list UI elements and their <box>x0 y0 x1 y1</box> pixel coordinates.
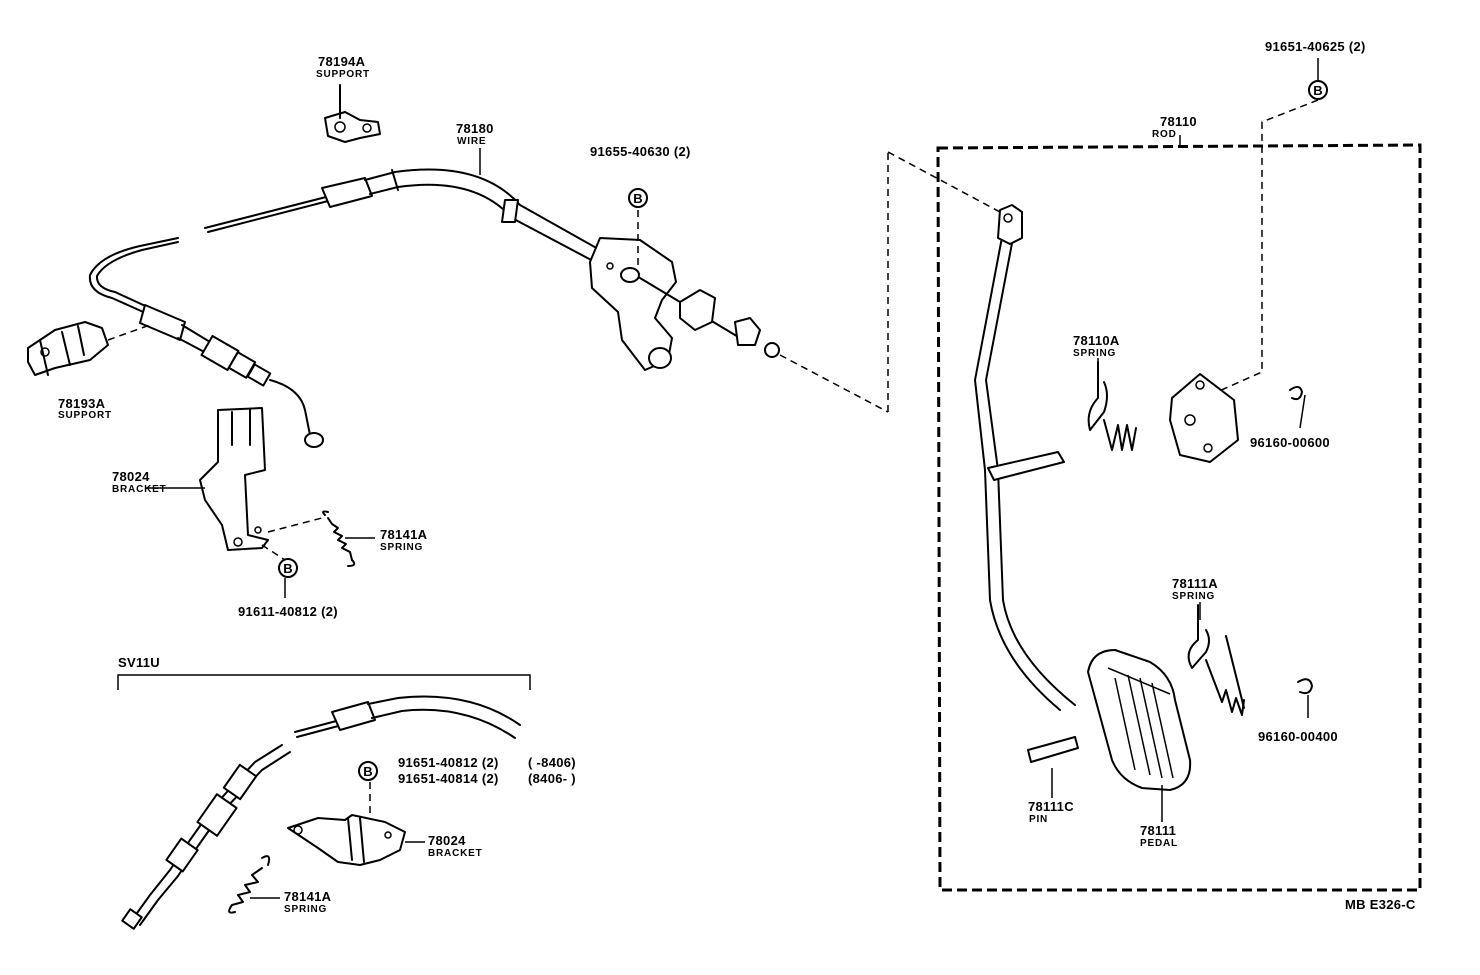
svg-text:B: B <box>363 764 372 779</box>
e-clip-600 <box>1289 386 1303 401</box>
part-number-96160-00400: 96160-00400 <box>1258 729 1338 744</box>
support-78193A <box>27 321 151 376</box>
part-name-78111A: SPRING <box>1172 591 1216 602</box>
part-number-91651-40814: 91651-40814 (2) <box>398 771 499 786</box>
part-number-91651-40625: 91651-40625 (2) <box>1265 39 1366 54</box>
part-name-78141A: SPRING <box>380 542 424 553</box>
part-number-78111A: 78111A <box>1172 576 1218 591</box>
part-number-78141A: 78141A <box>380 527 428 542</box>
diagram-code: MB E326-C <box>1345 897 1416 912</box>
part-number-78111: 78111 <box>1140 823 1177 838</box>
part-name-78111C: PIN <box>1029 814 1049 825</box>
part-number-78110: 78110 <box>1160 114 1197 129</box>
part-name-78111: PEDAL <box>1140 838 1178 849</box>
part-name-78110A: SPRING <box>1073 348 1117 359</box>
part-name-78194A: SUPPORT <box>316 69 370 80</box>
svg-text:B: B <box>633 191 642 206</box>
marker-b-91611: B <box>278 558 298 578</box>
marker-b-91655: B <box>628 188 648 208</box>
part-name-78024: BRACKET <box>112 484 167 495</box>
part-number-78110A: 78110A <box>1073 333 1120 348</box>
part-number-sv-78141A: 78141A <box>284 889 332 904</box>
e-clip-400 <box>1297 678 1313 695</box>
part-name-sv-78024: BRACKET <box>428 848 483 859</box>
support-78194A <box>324 84 381 143</box>
leader-lines <box>145 58 1319 822</box>
part-number-78024: 78024 <box>112 469 150 484</box>
spring-78110A <box>1087 361 1137 451</box>
lever-bracket <box>589 151 1001 413</box>
part-name-78110: ROD <box>1152 129 1177 140</box>
spring-78111A <box>1187 604 1245 716</box>
pin-78111C <box>1027 736 1079 763</box>
range-91651-40812: ( -8406) <box>528 755 576 770</box>
part-name-sv-78141A: SPRING <box>284 904 328 915</box>
part-name-78193A: SUPPORT <box>58 410 112 421</box>
throttle-wire <box>88 168 601 448</box>
pedal-box <box>936 99 1422 892</box>
marker-b-sv11u: B <box>358 761 378 781</box>
section-label: SV11U <box>118 655 160 670</box>
part-number-96160-00600: 96160-00600 <box>1250 435 1330 450</box>
part-number-91651-40812: 91651-40812 (2) <box>398 755 499 770</box>
sv11u-section <box>117 674 531 930</box>
part-number-91655-40630: 91655-40630 (2) <box>590 144 691 159</box>
part-name-78180: WIRE <box>457 136 487 147</box>
rod-78110 <box>974 204 1076 711</box>
svg-text:B: B <box>283 561 292 576</box>
part-number-sv-78024: 78024 <box>428 833 466 848</box>
mounting-plate <box>1169 373 1239 463</box>
svg-text:B: B <box>1313 83 1322 98</box>
part-number-78111C: 78111C <box>1028 799 1074 814</box>
part-number-91611-40812: 91611-40812 (2) <box>238 604 338 619</box>
range-91651-40814: (8406- ) <box>528 771 576 786</box>
pedal-78111 <box>1087 649 1192 791</box>
bracket-78024 <box>199 407 323 561</box>
part-number-78194A: 78194A <box>318 54 366 69</box>
part-number-78193A: 78193A <box>58 396 106 411</box>
spring-78141A <box>322 510 356 567</box>
marker-b-91651-625: B <box>1308 80 1328 100</box>
part-number-78180: 78180 <box>456 121 494 136</box>
